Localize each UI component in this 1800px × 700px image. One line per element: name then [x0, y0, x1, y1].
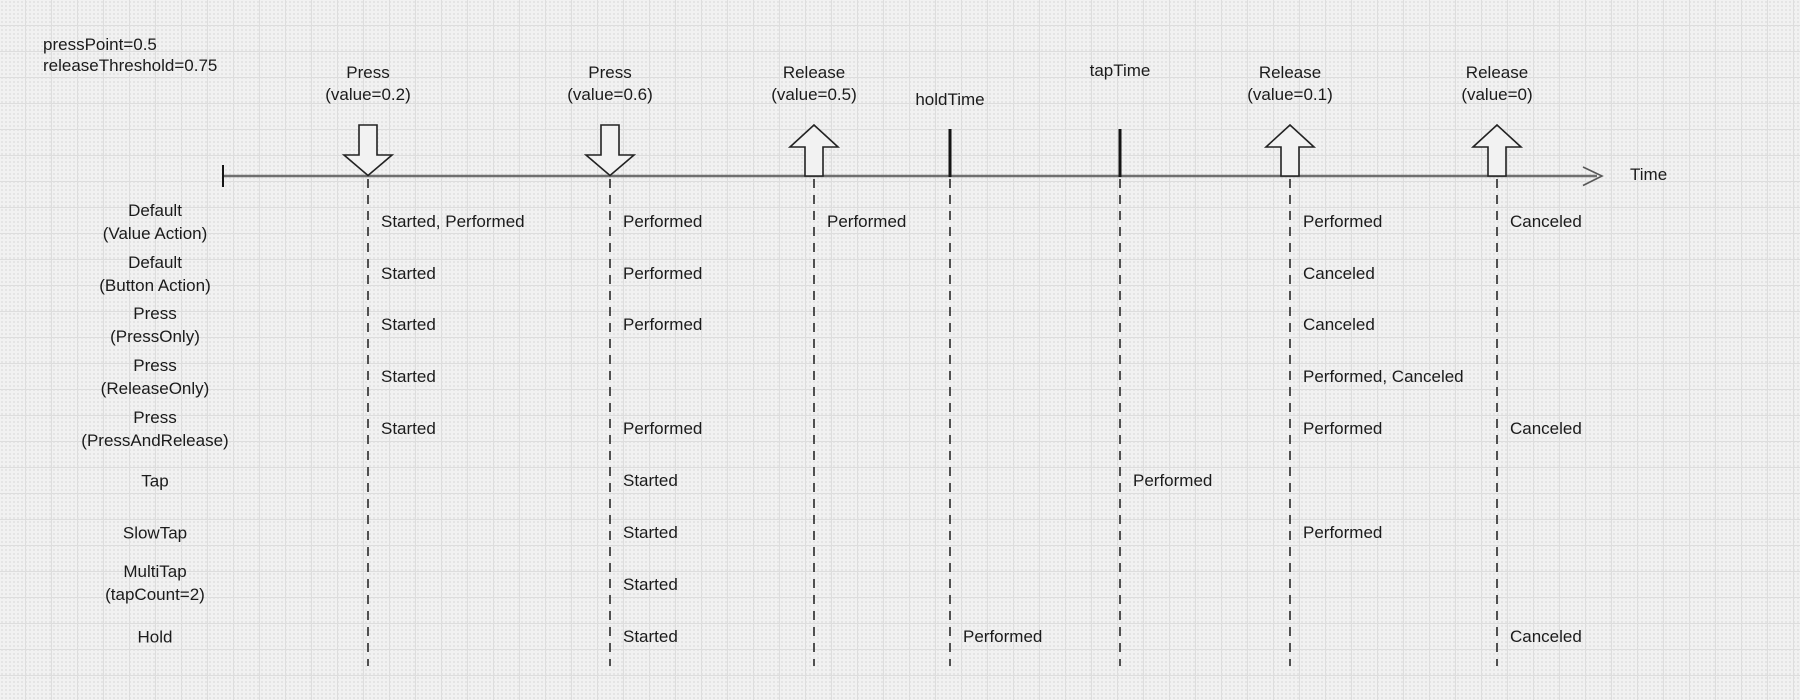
config-release-threshold: releaseThreshold=0.75: [43, 56, 218, 75]
press-down-arrow-icon: [583, 124, 637, 177]
marker-label-taptime: tapTime: [1089, 61, 1151, 80]
event-label: Started: [623, 575, 678, 594]
row-label-multitap: MultiTap (tapCount=2): [105, 562, 205, 604]
row-label-tap: Tap: [141, 471, 169, 491]
event-label: Started: [623, 627, 678, 646]
event-label: Canceled: [1510, 627, 1582, 646]
press-down-arrow-icon: [341, 124, 395, 177]
event-label: Performed: [963, 627, 1043, 646]
event-label: Performed: [1303, 523, 1383, 542]
event-label: Started: [381, 264, 436, 283]
marker-label-release-2: Release (value=0.1): [1247, 63, 1333, 104]
event-label: Started, Performed: [381, 212, 525, 231]
event-label: Performed, Canceled: [1303, 367, 1464, 386]
event-label: Performed: [623, 315, 703, 334]
event-label: Canceled: [1303, 264, 1375, 283]
event-label: Performed: [1303, 212, 1383, 231]
marker-label-release-3: Release (value=0): [1461, 63, 1533, 104]
row-label-press-pressonly: Press (PressOnly): [110, 304, 200, 346]
release-up-arrow-icon: [1470, 123, 1524, 177]
event-label: Started: [381, 419, 436, 438]
event-label: Started: [623, 471, 678, 490]
config-annotation: pressPoint=0.5 releaseThreshold=0.75: [43, 34, 217, 76]
event-label: Started: [381, 367, 436, 386]
row-label-slowtap: SlowTap: [122, 523, 188, 543]
event-label: Performed: [1133, 471, 1213, 490]
event-label: Canceled: [1510, 212, 1582, 231]
event-label: Performed: [623, 264, 703, 283]
event-label: Canceled: [1510, 419, 1582, 438]
config-press-point: pressPoint=0.5: [43, 35, 157, 54]
marker-label-holdtime: holdTime: [915, 90, 985, 109]
time-axis-label: Time: [1630, 165, 1668, 184]
row-label-press-pressandrelease: Press (PressAndRelease): [81, 408, 229, 450]
marker-label-press-1: Press (value=0.2): [325, 63, 411, 104]
event-label: Performed: [623, 212, 703, 231]
row-label-press-releaseonly: Press (ReleaseOnly): [100, 356, 210, 398]
row-label-hold: Hold: [137, 627, 173, 647]
row-label-default-value-action: Default (Value Action): [102, 201, 208, 243]
release-up-arrow-icon: [787, 123, 841, 177]
event-label: Performed: [1303, 419, 1383, 438]
marker-label-release-1: Release (value=0.5): [771, 63, 857, 104]
event-label: Performed: [827, 212, 907, 231]
event-label: Canceled: [1303, 315, 1375, 334]
event-label: Started: [623, 523, 678, 542]
time-axis-arrowhead-icon: [1582, 166, 1604, 187]
event-label: Started: [381, 315, 436, 334]
event-label: Performed: [623, 419, 703, 438]
marker-label-press-2: Press (value=0.6): [567, 63, 653, 104]
release-up-arrow-icon: [1263, 123, 1317, 177]
row-label-default-button-action: Default (Button Action): [99, 253, 211, 295]
